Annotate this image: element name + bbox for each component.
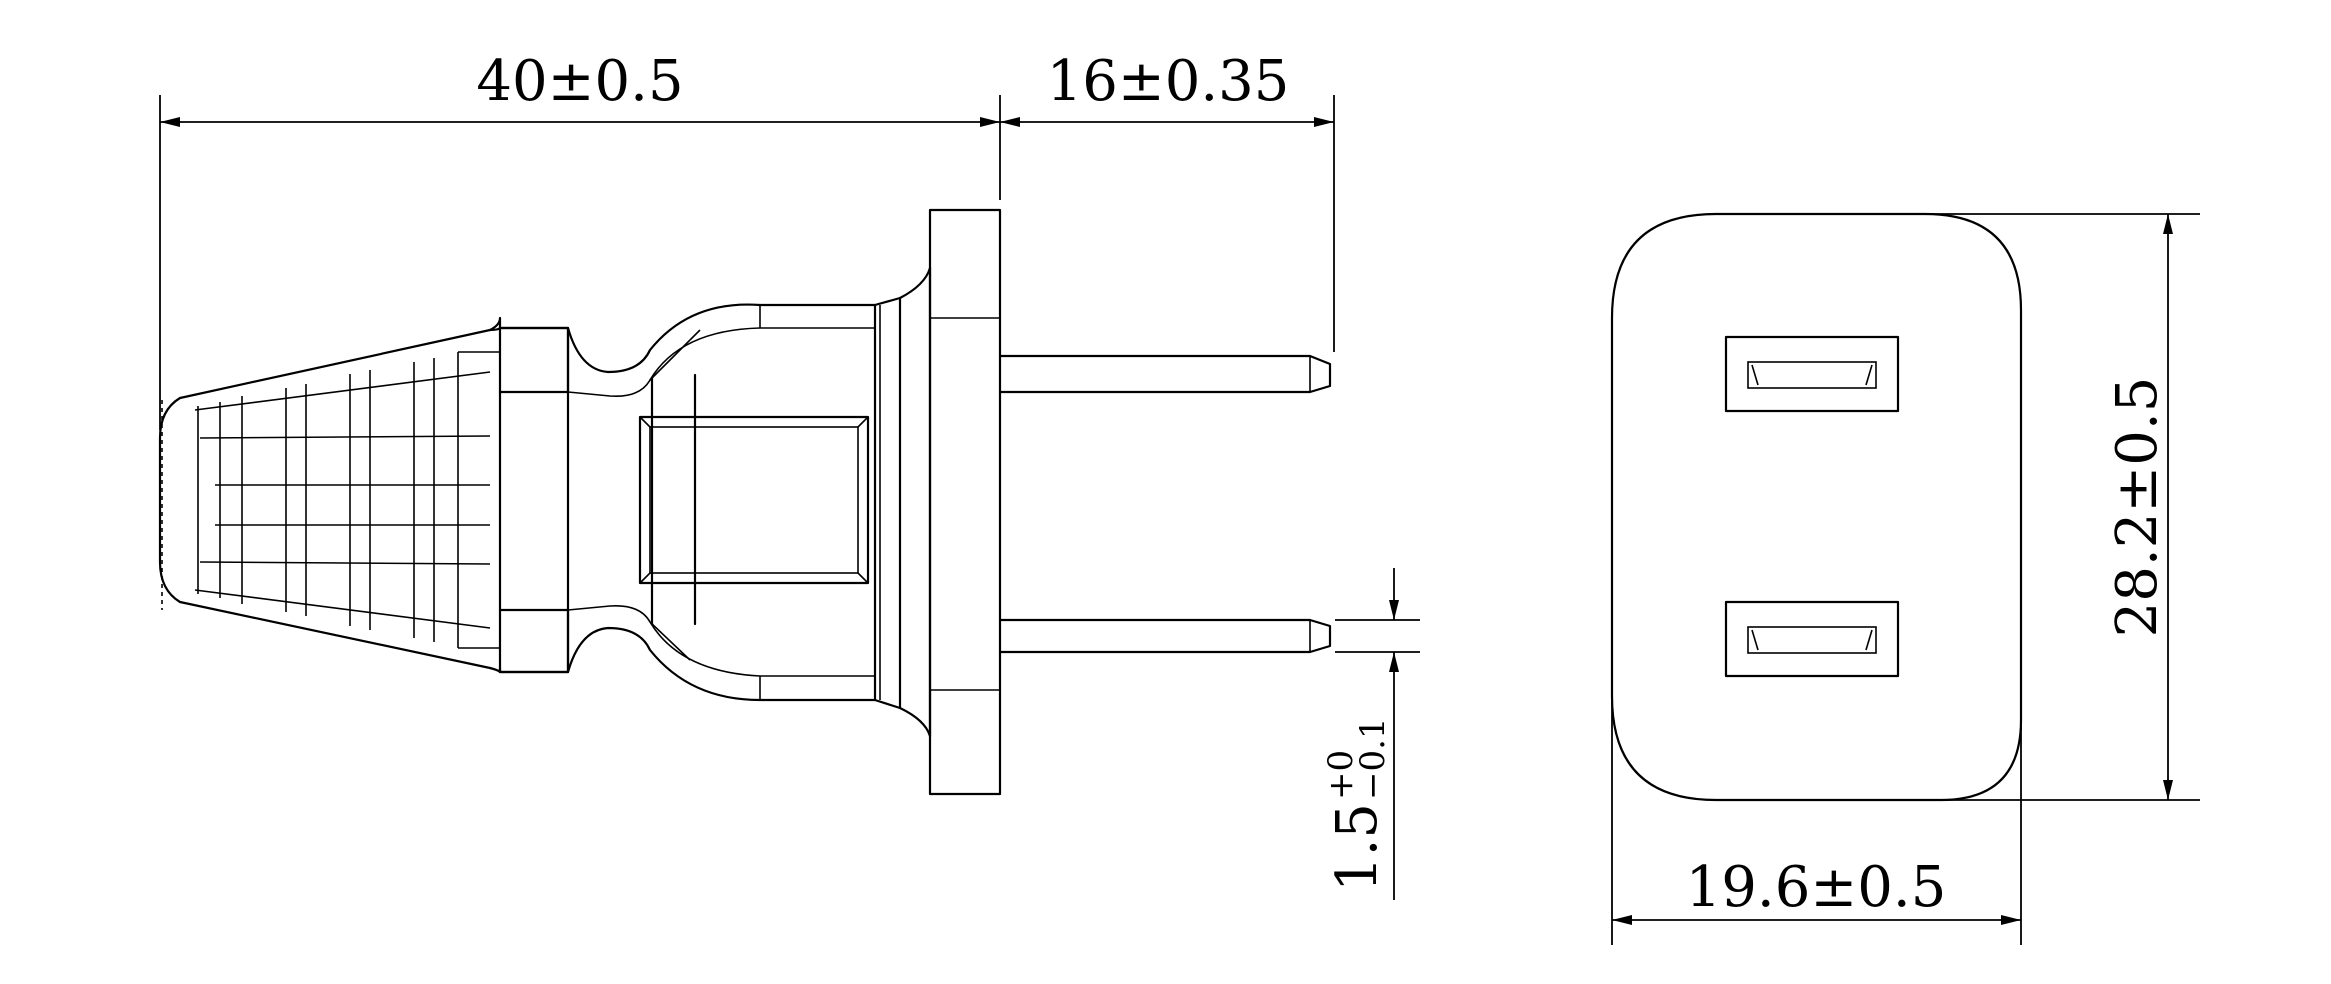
pin-thickness-tol-upper: +0 (1321, 750, 1361, 800)
strain-relief-outline (158, 328, 492, 670)
body-shoulder-bottom (873, 698, 932, 738)
blade-top (998, 354, 1332, 394)
pin-length-label: 16±0.35 (1047, 49, 1290, 114)
pin-thickness-text: 1.5 +0 −0.1 (1321, 717, 1393, 892)
dimension-pin-thickness: 1.5 +0 −0.1 (1321, 568, 1420, 900)
grip-tab (638, 415, 870, 585)
plug-side-view (158, 208, 1332, 796)
boot-edge-bottom (194, 589, 491, 629)
boot-rib-line (199, 435, 491, 439)
boot-rib-line (199, 561, 491, 565)
collar-body (498, 326, 570, 674)
dimension-overall-length: 40±0.5 (159, 49, 1001, 430)
pin-thickness-base: 1.5 (1325, 803, 1390, 892)
collar-ring (488, 316, 570, 674)
blade-bottom (998, 618, 1332, 654)
body-shoulder-top (873, 266, 932, 307)
dimension-face-height: 28.2±0.5 (1925, 213, 2200, 801)
pin-thickness-tol-lower: −0.1 (1353, 717, 1393, 800)
dimension-pin-length: 16±0.35 (1000, 49, 1335, 352)
plug-face-outline (1610, 212, 2023, 802)
overall-length-label: 40±0.5 (476, 49, 683, 114)
plug-neck-lower (566, 626, 877, 702)
grip-tab-inner (649, 426, 859, 574)
dimension-face-width: 19.6±0.5 (1611, 700, 2022, 945)
plug-flange (928, 208, 1002, 796)
plug-neck-upper (566, 303, 877, 374)
boot-edge-top (194, 371, 491, 411)
plug-front-view (1610, 212, 2023, 802)
blade-slot-top (1724, 335, 1900, 413)
blade-slot-bottom (1724, 600, 1900, 678)
boot-ribs (197, 352, 459, 648)
face-width-label: 19.6±0.5 (1686, 855, 1947, 920)
face-height-label: 28.2±0.5 (2105, 377, 2170, 638)
